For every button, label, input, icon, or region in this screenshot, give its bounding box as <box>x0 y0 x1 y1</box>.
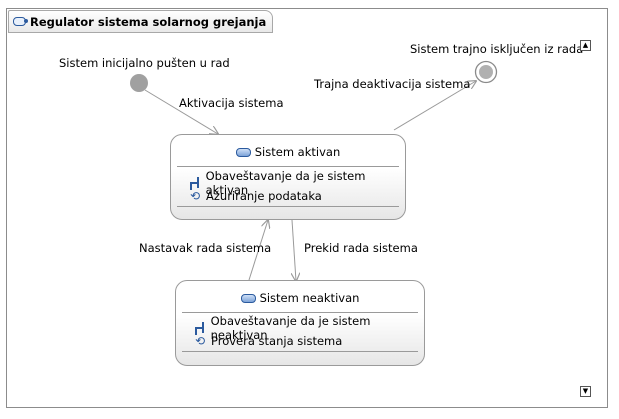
transition-activation-label: Aktivacija sistema <box>179 96 284 110</box>
do-activity[interactable]: ⟲ Ažuriranje podataka <box>189 189 322 203</box>
state-divider <box>182 312 418 313</box>
state-icon <box>235 147 251 157</box>
do-activity-icon: ⟲ <box>194 334 206 348</box>
entry-action-label: Obaveštavanje da je sistem neaktivan <box>210 314 371 342</box>
transition-activation[interactable] <box>144 89 218 134</box>
state-divider <box>182 351 418 352</box>
transition-resume-label: Nastavak rada sistema <box>139 241 272 255</box>
do-activity-label: Ažuriranje podataka <box>206 189 322 203</box>
state-divider <box>177 166 399 167</box>
initial-node-label: Sistem inicijalno pušten u rad <box>59 56 230 70</box>
scroll-up-icon[interactable]: ▲ <box>580 40 591 51</box>
state-active[interactable]: Sistem aktivan Obaveštavanje da je siste… <box>170 134 406 220</box>
state-divider <box>177 206 399 207</box>
transition-interrupt[interactable] <box>292 219 296 281</box>
vertical-scrollbar[interactable]: ▲ ▼ <box>580 40 592 398</box>
state-icon <box>240 293 256 303</box>
entry-action-icon <box>194 322 206 335</box>
initial-node[interactable] <box>130 74 148 92</box>
final-node[interactable] <box>474 60 498 84</box>
transition-resume[interactable] <box>248 220 268 281</box>
final-node-label: Sistem trajno isključen iz rada <box>410 42 584 56</box>
do-activity-icon: ⟲ <box>189 189 201 203</box>
do-activity[interactable]: ⟲ Provera stanja sistema <box>194 334 342 348</box>
state-inactive-name: Sistem neaktivan <box>259 291 360 305</box>
entry-action[interactable]: Obaveštavanje da je sistem aktivan <box>189 169 405 197</box>
transition-deactivation-label: Trajna deaktivacija sistema <box>314 77 471 91</box>
transition-deactivation[interactable] <box>393 81 476 131</box>
diagram-tab[interactable]: Regulator sistema solarnog grejanja <box>8 10 274 33</box>
state-inactive[interactable]: Sistem neaktivan Obaveštavanje da je sis… <box>175 280 425 366</box>
scroll-down-icon[interactable]: ▼ <box>580 386 591 397</box>
state-active-name: Sistem aktivan <box>254 145 341 159</box>
diagram-title: Regulator sistema solarnog grejanja <box>30 14 267 29</box>
state-machine-icon <box>13 17 28 26</box>
entry-action-icon <box>189 177 201 190</box>
entry-action[interactable]: Obaveštavanje da je sistem neaktivan <box>194 314 424 342</box>
entry-action-label: Obaveštavanje da je sistem aktivan <box>205 169 366 197</box>
do-activity-label: Provera stanja sistema <box>211 334 343 348</box>
transition-interrupt-label: Prekid rada sistema <box>304 241 418 255</box>
